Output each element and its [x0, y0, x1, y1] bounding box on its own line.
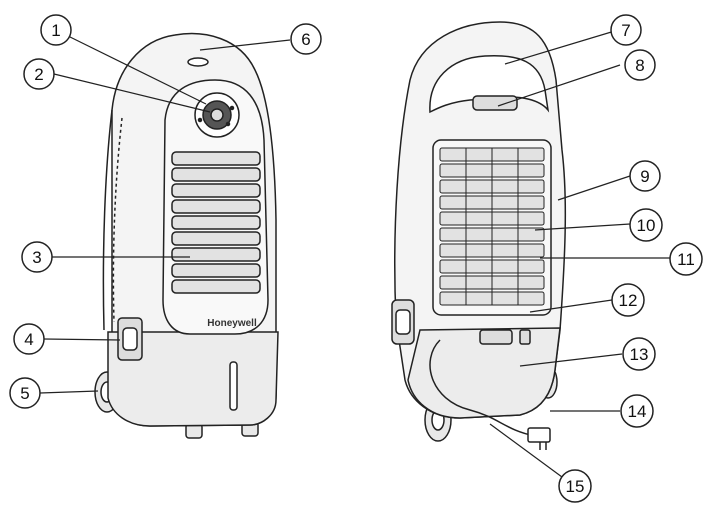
front-louvers	[171, 151, 261, 294]
callout-11: 11	[669, 242, 703, 276]
callout-5: 5	[9, 377, 41, 409]
control-knob[interactable]	[194, 92, 240, 138]
callout-6: 6	[290, 23, 322, 55]
svg-text:10: 10	[637, 216, 656, 235]
front-view-unit	[94, 32, 279, 439]
front-handle-slot	[187, 57, 209, 67]
callout-1: 1	[40, 14, 72, 46]
cord-hook	[472, 95, 518, 111]
svg-text:9: 9	[640, 167, 649, 186]
callout-15: 15	[558, 469, 592, 503]
rear-water-tank	[407, 327, 561, 419]
svg-text:14: 14	[628, 402, 647, 421]
side-power-control[interactable]	[117, 317, 143, 361]
callout-7: 7	[610, 14, 642, 46]
callout-2: 2	[23, 58, 55, 90]
svg-text:11: 11	[677, 250, 695, 269]
callout-10: 10	[629, 208, 663, 242]
power-plug	[527, 427, 551, 450]
leader-lines	[39, 29, 670, 478]
svg-text:7: 7	[621, 21, 630, 40]
svg-text:5: 5	[20, 384, 29, 403]
svg-text:6: 6	[301, 30, 310, 49]
svg-text:8: 8	[635, 56, 644, 75]
svg-text:4: 4	[24, 330, 33, 349]
callout-8: 8	[624, 49, 656, 81]
svg-text:13: 13	[630, 345, 649, 364]
callout-3: 3	[21, 241, 53, 273]
callout-4: 4	[13, 323, 45, 355]
svg-text:3: 3	[32, 248, 41, 267]
svg-text:15: 15	[566, 477, 585, 496]
callout-9: 9	[629, 160, 661, 192]
callout-14: 14	[620, 394, 654, 428]
power-cord	[429, 339, 536, 437]
callouts: 1 2 3 4 5 6 7 8	[9, 14, 703, 503]
brand-logo-text: Honeywell	[207, 318, 257, 329]
callout-12: 12	[611, 283, 645, 317]
callout-13: 13	[622, 337, 656, 371]
svg-text:1: 1	[51, 21, 60, 40]
svg-text:12: 12	[619, 291, 638, 310]
water-level-window	[229, 361, 238, 411]
rear-side-control[interactable]	[391, 299, 415, 345]
rear-view-unit	[391, 21, 567, 450]
svg-text:2: 2	[34, 65, 43, 84]
rear-filter-grille	[432, 139, 552, 316]
